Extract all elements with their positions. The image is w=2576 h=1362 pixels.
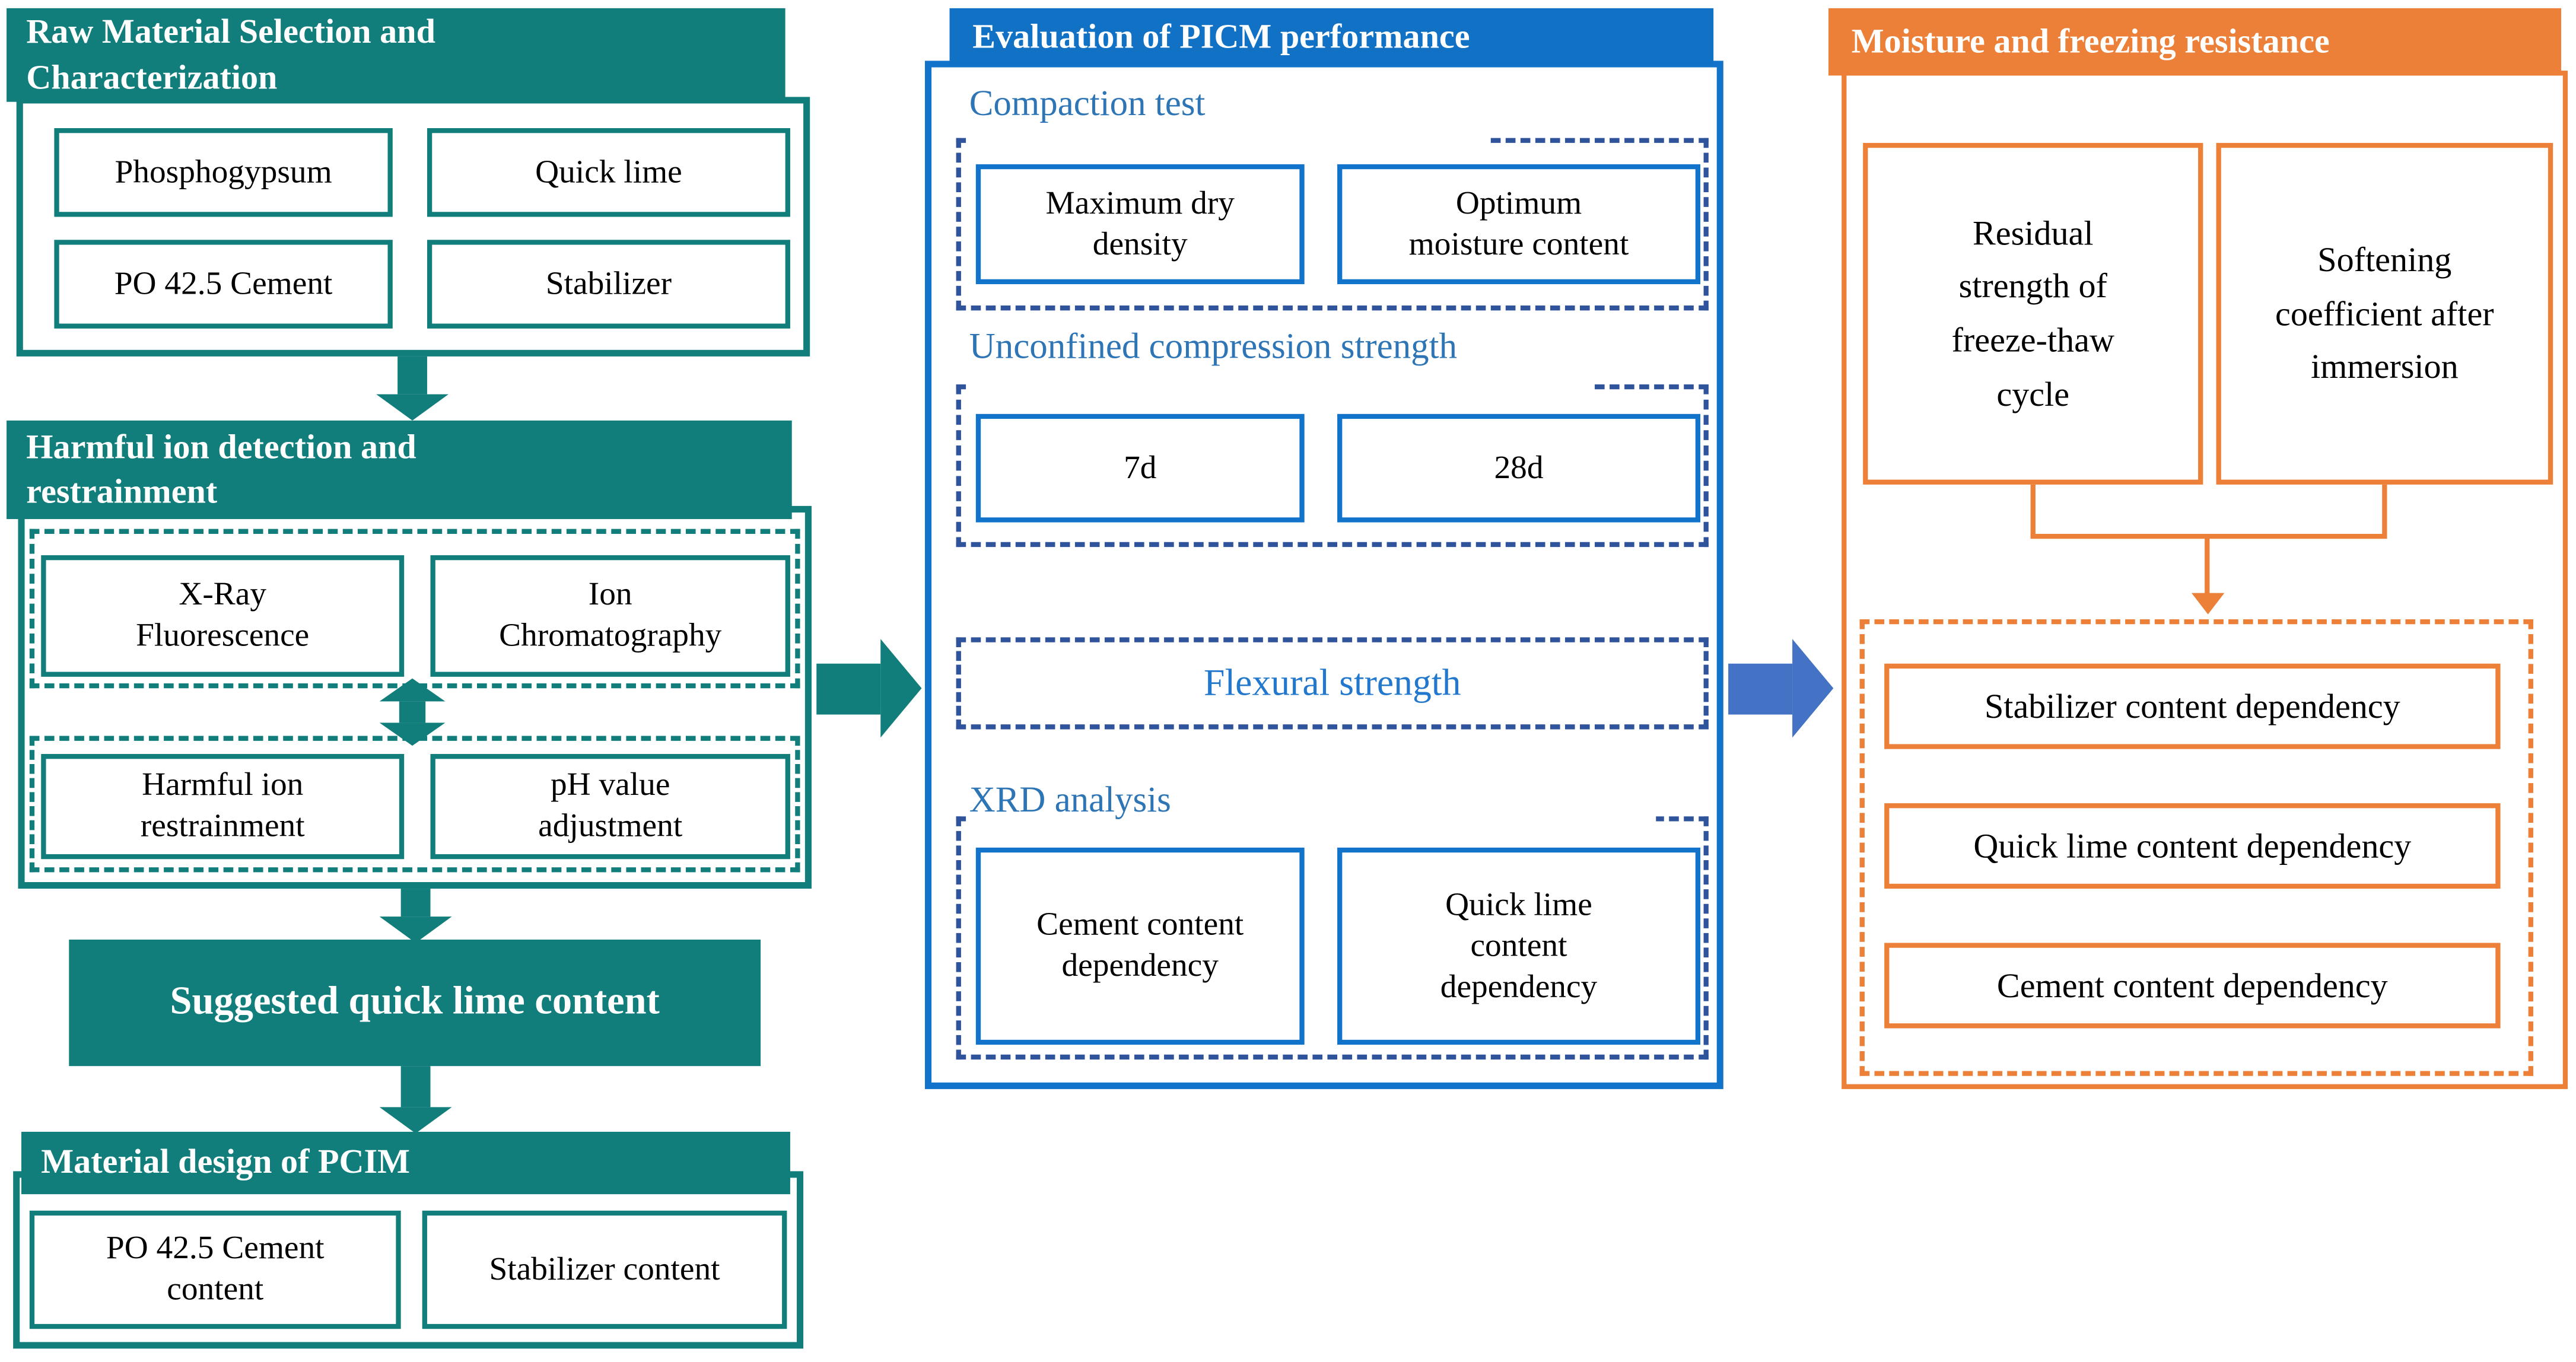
harmful-ion-header: Harmful ion detection and restrainment bbox=[7, 420, 792, 520]
up-down-arrow bbox=[379, 678, 446, 746]
connector-arrowhead bbox=[2191, 593, 2225, 615]
box-po-cement: PO 42.5 Cement bbox=[54, 240, 393, 329]
ucs-label: Unconfined compression strength bbox=[966, 325, 1594, 392]
box-ion-chromatography: Ion Chromatography bbox=[430, 555, 790, 677]
connector-stub-right bbox=[2382, 484, 2387, 537]
box-xray-fluorescence: X-Ray Fluorescence bbox=[41, 555, 405, 677]
dependency-dashed-frame bbox=[1859, 619, 2533, 1076]
box-quicklime-content-dependency: Quick lime content dependency bbox=[1337, 847, 1701, 1045]
down-arrow-1 bbox=[376, 356, 449, 421]
box-optimum-moisture-content: Optimum moisture content bbox=[1337, 164, 1701, 285]
box-stabilizer-content: Stabilizer content bbox=[422, 1210, 787, 1329]
flexural-strength-label: Flexural strength bbox=[1204, 661, 1461, 704]
material-design-header: Material design of PCIM bbox=[21, 1131, 790, 1195]
box-cement-dependency: Cement content dependency bbox=[1884, 943, 2501, 1029]
box-ph-value-adjustment: pH value adjustment bbox=[430, 754, 790, 860]
suggested-quick-lime-banner: Suggested quick lime content bbox=[69, 939, 761, 1067]
connector-horizontal bbox=[2030, 533, 2387, 539]
box-phosphogypsum: Phosphogypsum bbox=[54, 128, 393, 217]
box-28d: 28d bbox=[1337, 413, 1701, 523]
connector-stem bbox=[2205, 537, 2210, 597]
box-cement-content-dependency: Cement content dependency bbox=[975, 847, 1305, 1045]
flexural-dashed-frame: Flexural strength bbox=[956, 637, 1709, 730]
raw-material-header: Raw Material Selection and Characterizat… bbox=[7, 8, 785, 102]
xrd-analysis-label: XRD analysis bbox=[966, 778, 1656, 822]
box-maximum-dry-density: Maximum dry density bbox=[975, 164, 1305, 285]
box-residual-strength: Residual strength of freeze-thaw cycle bbox=[1863, 142, 2203, 485]
down-arrow-2 bbox=[379, 889, 452, 943]
box-quick-lime: Quick lime bbox=[427, 128, 790, 217]
connector-stub-left bbox=[2030, 484, 2036, 537]
box-7d: 7d bbox=[975, 413, 1305, 523]
box-stabilizer-dependency: Stabilizer content dependency bbox=[1884, 663, 2501, 749]
down-arrow-3 bbox=[379, 1066, 452, 1134]
evaluation-header: Evaluation of PICM performance bbox=[949, 8, 1714, 66]
box-po-cement-content: PO 42.5 Cement content bbox=[29, 1210, 401, 1329]
moisture-header: Moisture and freezing resistance bbox=[1828, 8, 2562, 76]
blue-right-arrow bbox=[1728, 639, 1834, 738]
box-stabilizer: Stabilizer bbox=[427, 240, 790, 329]
box-quicklime-dependency: Quick lime content dependency bbox=[1884, 803, 2501, 889]
compaction-test-label: Compaction test bbox=[966, 82, 1487, 145]
box-harmful-ion-restrainment: Harmful ion restrainment bbox=[41, 754, 405, 860]
teal-right-arrow bbox=[816, 639, 922, 738]
box-softening-coefficient: Softening coefficient after immersion bbox=[2216, 142, 2553, 485]
